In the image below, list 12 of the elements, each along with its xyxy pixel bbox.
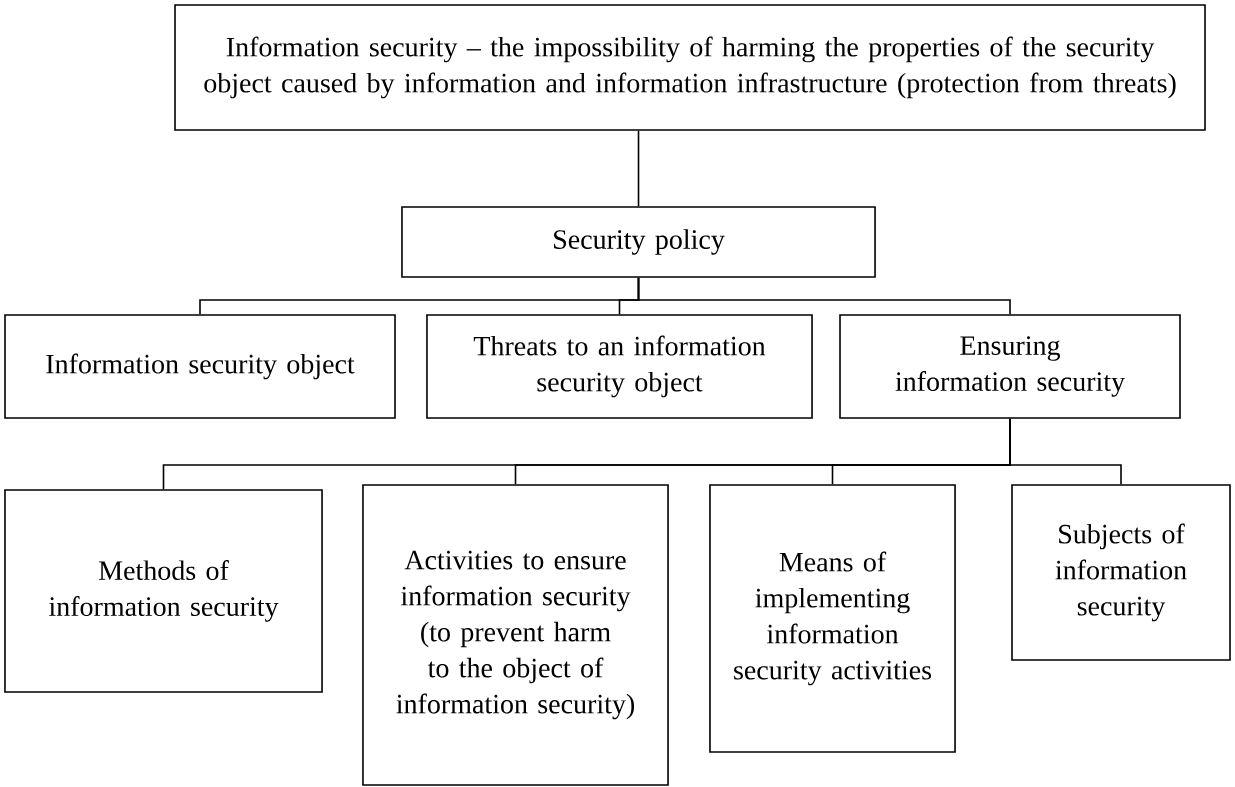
text-box: Threats to an information security object [426,314,813,419]
text-box: Methods of information security [4,489,323,693]
text-box: Information security – the impossibility of harming the properties of the security object caused by information and information infrastructure (protection from threats) [174,4,1206,131]
text-box: Activities to ensure information security (to prevent harm to the object of information security) [362,484,669,786]
text-box: Security policy [401,206,876,278]
text-box: Information security object [4,314,396,419]
connector-line [637,277,1011,316]
text-box: Subjects of information security [1011,484,1231,661]
connector-line [637,130,640,207]
text-box: Ensuring information security [839,314,1181,419]
text-box: Means of implementing information security activities [709,484,956,753]
connector-line [1009,417,1122,486]
